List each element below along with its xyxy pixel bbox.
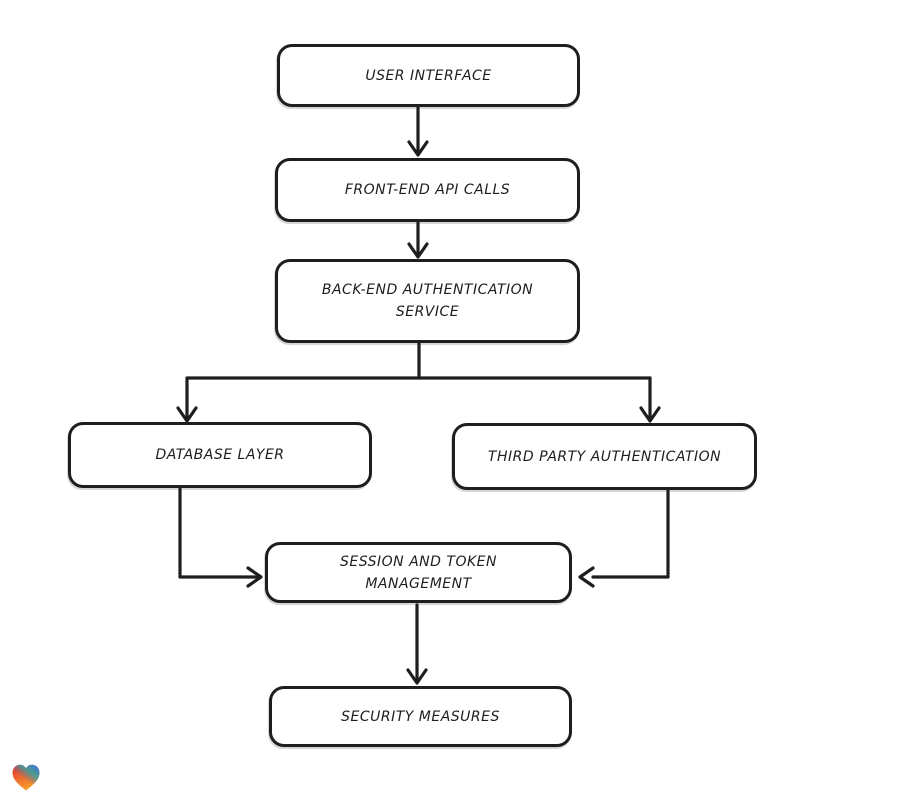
node-label: SESSION AND TOKEN MANAGEMENT bbox=[340, 553, 497, 592]
edge-back-end-auth-to-third-party-auth bbox=[639, 376, 661, 423]
arrowhead-down-icon bbox=[407, 140, 429, 157]
node-third-party-authentication[interactable]: THIRD PARTY AUTHENTICATION bbox=[452, 423, 757, 490]
node-label: BACK-END AUTHENTICATION SERVICE bbox=[321, 282, 534, 320]
edge-user-interface-to-front-end-api-calls bbox=[407, 106, 429, 157]
edge-back-end-auth-to-database-layer bbox=[176, 342, 652, 423]
node-label: DATABASE LAYER bbox=[155, 447, 285, 463]
node-security-measures[interactable]: SECURITY MEASURES bbox=[269, 686, 572, 747]
arrowhead-right-icon bbox=[246, 566, 263, 588]
edge-third-party-auth-to-session-token-mgmt bbox=[578, 489, 670, 588]
node-session-and-token-management[interactable]: SESSION AND TOKEN MANAGEMENT bbox=[265, 542, 572, 603]
node-back-end-authentication-service[interactable]: BACK-END AUTHENTICATION SERVICE bbox=[275, 259, 580, 343]
node-database-layer[interactable]: DATABASE LAYER bbox=[68, 422, 372, 488]
edge-front-end-api-calls-to-back-end-auth bbox=[407, 221, 429, 259]
node-label: FRONT-END API CALLS bbox=[344, 182, 511, 198]
edge-session-token-mgmt-to-security-measures bbox=[406, 603, 428, 685]
node-label: USER INTERFACE bbox=[365, 67, 492, 84]
gradient-heart-logo[interactable] bbox=[10, 761, 42, 793]
arrowhead-left-icon bbox=[578, 566, 595, 588]
node-label: THIRD PARTY AUTHENTICATION bbox=[487, 448, 722, 465]
node-front-end-api-calls[interactable]: FRONT-END API CALLS bbox=[275, 158, 580, 222]
node-label: SECURITY MEASURES bbox=[341, 708, 500, 725]
node-user-interface[interactable]: USER INTERFACE bbox=[277, 44, 580, 107]
arrowhead-down-icon bbox=[407, 242, 429, 259]
arrowhead-down-icon bbox=[406, 668, 428, 685]
arrowhead-down-icon bbox=[639, 406, 661, 423]
edge-database-layer-to-session-token-mgmt bbox=[178, 487, 263, 588]
arrowhead-down-icon bbox=[176, 406, 198, 423]
